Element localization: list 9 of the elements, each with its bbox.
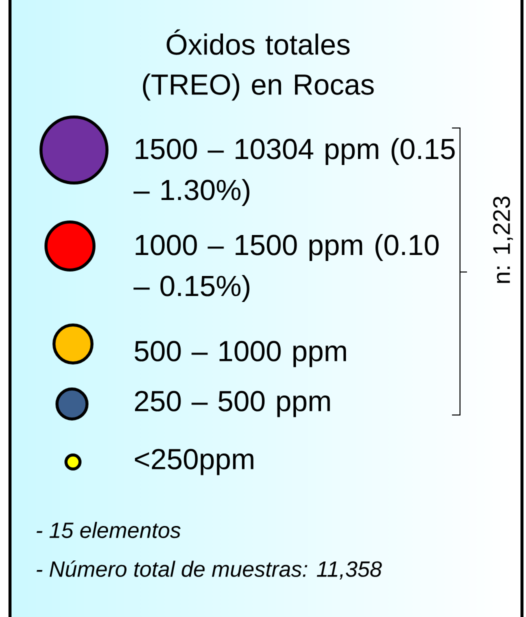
note: - Número total de muestras: 11,358: [36, 560, 382, 580]
legend-text: 500 – 1000 ppm: [134, 340, 346, 368]
side-label: n: 1,223: [493, 196, 513, 283]
legend-text: 1000 – 1500 ppm (0.10 – 0.15%): [134, 234, 439, 302]
legend-text: <250ppm: [134, 448, 254, 476]
title: Óxidos totales (TREO) en Rocas: [142, 29, 374, 101]
note: - 15 elementos: [36, 522, 181, 538]
legend-text: 1500 – 10304 ppm (0.15 – 1.30%): [134, 138, 455, 206]
legend-text: 250 – 500 ppm: [135, 390, 330, 418]
